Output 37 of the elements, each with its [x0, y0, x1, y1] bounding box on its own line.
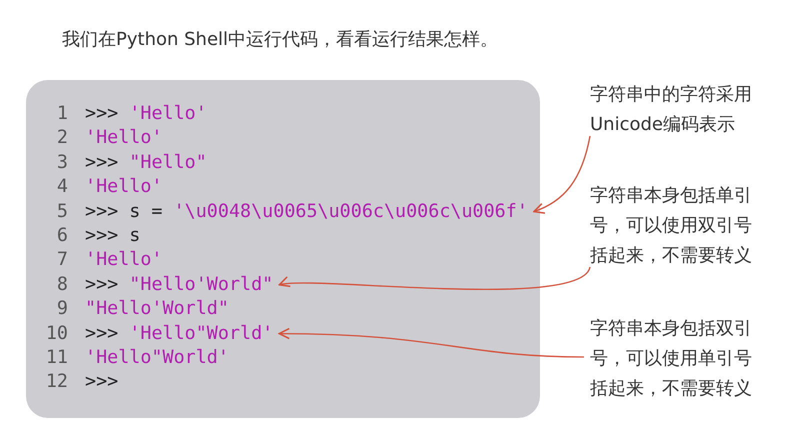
string-literal: 'Hello"World'	[129, 322, 274, 344]
string-literal: "Hello'World"	[129, 274, 274, 295]
line-number: 6	[56, 224, 68, 248]
string-literal: 'Hello'	[85, 249, 163, 270]
line-number: 4	[56, 175, 68, 200]
leader-arrow	[278, 266, 591, 290]
line-number: 9	[56, 297, 68, 322]
line-number: 1	[56, 102, 68, 126]
code-text: >>>	[85, 103, 118, 124]
string-literal: "Hello"	[129, 152, 207, 173]
line-number: 8	[56, 272, 68, 297]
code-text: >>>	[85, 371, 118, 392]
string-literal: 'Hello'	[85, 127, 163, 148]
callout-text: 字符串中的字符采用Unicode编码表示	[590, 80, 758, 140]
string-literal: 'Hello'	[129, 103, 207, 124]
callout-text: 字符串本身包括双引号，可以使用单引号括起来，不需要转义	[590, 314, 758, 404]
code-text: >>> s =	[85, 200, 163, 222]
string-literal: '\u0048\u0065\u006c\u006c\u006f'	[174, 200, 528, 222]
string-literal: 'Hello'	[85, 176, 163, 198]
callout-text: 字符串本身包括单引号，可以使用双引号括起来，不需要转义	[590, 181, 758, 271]
line-number: 2	[56, 126, 68, 150]
code-text: >>>	[85, 322, 118, 344]
line-number: 5	[56, 200, 68, 224]
code-text: >>>	[85, 274, 118, 295]
heading: 我们在Python Shell中运行代码，看看运行结果怎样。	[62, 28, 498, 51]
line-number: 3	[56, 150, 68, 175]
code-panel	[26, 80, 540, 418]
line-number: 7	[56, 248, 68, 272]
line-number: 10	[44, 322, 68, 346]
line-number: 11	[44, 346, 68, 370]
line-number: 12	[44, 370, 68, 394]
code-text: >>>	[85, 152, 118, 173]
string-literal: "Hello'World"	[85, 298, 229, 320]
leader-arrow	[278, 328, 584, 358]
leader-arrow	[533, 136, 591, 214]
code-text: >>> s	[85, 225, 140, 246]
string-literal: 'Hello"World'	[85, 347, 229, 368]
